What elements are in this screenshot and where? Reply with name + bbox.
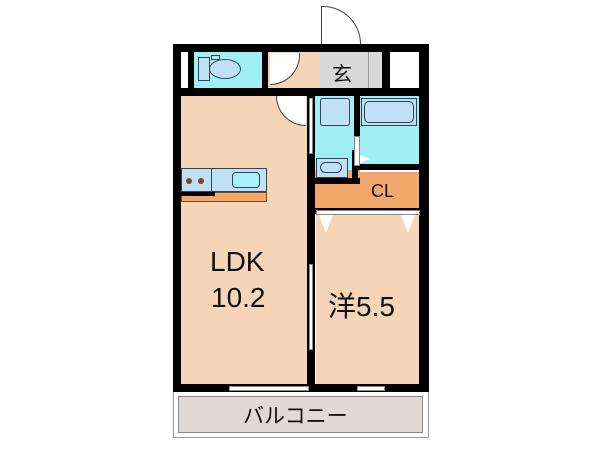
closet-label: CL [371, 181, 395, 201]
toilet-lid-icon [211, 55, 220, 60]
western-room-sliding-door[interactable] [309, 264, 313, 350]
balcony-label: バルコニー [243, 405, 348, 428]
stove-burner-icon [186, 178, 192, 184]
western-room-window[interactable] [357, 386, 385, 391]
right-pipe-space [390, 52, 419, 88]
outer-wall-right [419, 44, 429, 390]
washroom-sliding-door[interactable] [309, 98, 313, 154]
outer-wall-top [173, 44, 429, 52]
outer-wall-left [173, 44, 181, 390]
wall-toilet-right [262, 44, 268, 96]
front-door[interactable] [321, 6, 361, 44]
ldk-floor [181, 96, 307, 384]
wall-bath-bottom [358, 164, 420, 170]
toilet-bowl-icon [209, 59, 241, 79]
washing-machine-icon [320, 98, 350, 126]
kitchen-counter-divider [211, 168, 212, 192]
wall-ldk-right [307, 96, 315, 388]
kitchen-counter-base [181, 192, 267, 202]
ldk-window[interactable] [229, 386, 309, 391]
western-room-floor [316, 212, 419, 384]
wall-wash-right [352, 150, 358, 184]
wall-bath-left [354, 96, 360, 136]
wash-basin-bowl-icon [320, 162, 342, 173]
kitchen-counter-wall [181, 192, 215, 196]
closet-door[interactable] [316, 210, 420, 215]
ldk-size-label: 10.2 [211, 282, 266, 313]
western-room-label: 洋5.5 [328, 291, 395, 322]
balcony-floor [178, 396, 423, 433]
entrance-floor [320, 52, 368, 90]
ldk-name-label: LDK [210, 246, 265, 277]
bathtub-icon [361, 98, 417, 126]
wall-toilet-left [188, 44, 194, 96]
stove-burner-icon [198, 178, 204, 184]
bath-door[interactable] [354, 136, 360, 166]
wall-right-closet-left [382, 44, 390, 96]
sink-icon [232, 172, 260, 188]
closet-door-hinge-right [401, 215, 415, 233]
left-pipe-space [181, 52, 188, 88]
bathtub-inner-icon [364, 101, 414, 123]
entrance-label: 玄 [332, 64, 352, 86]
wall-wash-bottom [314, 178, 360, 184]
closet-door-hinge-left [319, 215, 333, 233]
bath-door-hinge [360, 155, 370, 163]
entrance-step [368, 52, 382, 90]
wall-top-row-bottom [173, 88, 429, 96]
